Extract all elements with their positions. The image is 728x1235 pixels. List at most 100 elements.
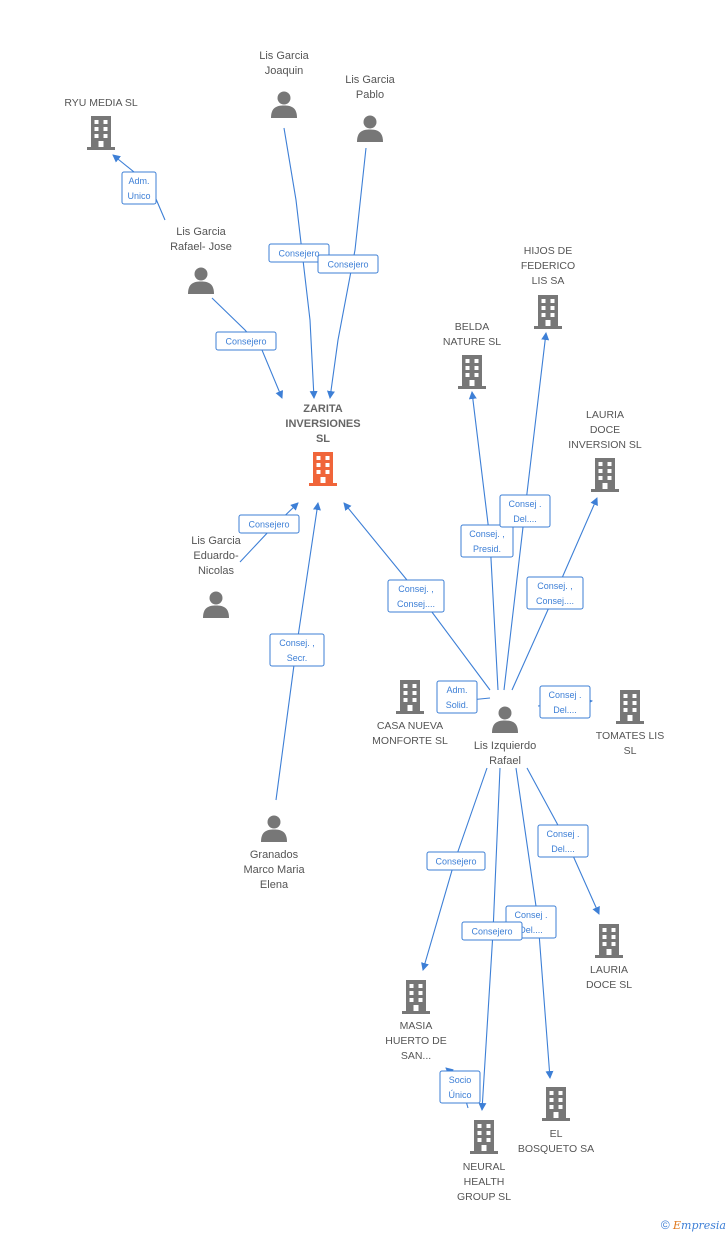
edge-pablo-to-zarita (326, 147, 367, 399)
edge-label-text: Consej . (514, 910, 547, 920)
node-masia[interactable]: MASIA HUERTO DE SAN... (385, 980, 447, 1062)
edge-label-box (461, 921, 523, 941)
person-icon (492, 706, 518, 733)
edge-label-box (317, 254, 379, 274)
edge-label-rafael-to-zarita[interactable]: Consej. ,Consej.... (387, 579, 445, 613)
building-icon (595, 924, 623, 958)
edge-label-box (537, 824, 589, 858)
edge-label-rafaelj-to-ryu[interactable]: Adm.Unico (121, 171, 157, 205)
building-icon (534, 295, 562, 329)
node-ryu[interactable]: RYU MEDIA SL (64, 97, 138, 150)
node-label-line: Lis Izquierdo (474, 740, 536, 752)
edge-label-text: Único (448, 1090, 471, 1100)
person-icon (261, 815, 287, 842)
node-label-line: MONFORTE SL (372, 735, 448, 747)
edge-label-rafaelj-to-zarita[interactable]: Consejero (215, 331, 277, 351)
edge-label-text: Del.... (551, 844, 575, 854)
node-label-line: Pablo (356, 89, 384, 101)
node-label-line: EL (550, 1128, 563, 1140)
edge-label-rafael-to-hijos[interactable]: Consej . Del.... (499, 494, 551, 528)
building-icon (458, 355, 486, 389)
node-label-line: Lis Garcia (176, 226, 226, 238)
person-icon (271, 91, 297, 118)
node-label-line: Rafael (489, 755, 521, 767)
edge-label-box (460, 524, 514, 558)
node-label-line: Granados (250, 849, 299, 861)
edge-label-rafael-to-lauriadi[interactable]: Consej. , Consej.... (526, 576, 584, 610)
brand-logo-rest: mpresia (681, 1219, 726, 1232)
edge-label-text: Consej.... (397, 599, 435, 609)
node-label-line: GROUP SL (457, 1191, 511, 1203)
edge-label-granados-to-zarita[interactable]: Consej. ,Secr. (269, 633, 325, 667)
edge-label-box (268, 243, 330, 263)
edge-label-rafael-to-masia[interactable]: Consejero (426, 851, 486, 871)
node-label-line: CASA NUEVA (377, 720, 443, 732)
building-icon (87, 116, 115, 150)
edge-label-text: Consej.... (536, 596, 574, 606)
edge-label-rafael-to-casa[interactable]: Adm.Solid. (436, 680, 478, 714)
person-icon (188, 267, 214, 294)
node-zarita[interactable]: ZARITA INVERSIONES SL (285, 403, 361, 486)
node-label-line: LIS SA (532, 275, 565, 287)
node-label-line: HUERTO DE (385, 1035, 446, 1047)
node-label-line: INVERSIONES (285, 418, 360, 430)
node-casa[interactable]: CASA NUEVA MONFORTE SL (372, 680, 448, 747)
edge-label-rafael-to-tomates[interactable]: Consej .Del.... (539, 685, 591, 719)
edge-label-rafael-to-lauria[interactable]: Consej . Del.... (537, 824, 589, 858)
edge-label-rafael-to-belda[interactable]: Consej. ,Presid. (460, 524, 514, 558)
edge-label-text: Consejero (225, 337, 266, 347)
edge-label-text: Consej. , (537, 581, 573, 591)
node-label-line: Marco Maria (243, 864, 305, 876)
edge-label-text: Adm. (128, 176, 149, 186)
node-label-line: SL (624, 745, 637, 757)
building-icon (542, 1087, 570, 1121)
edge-label-text: Del.... (513, 514, 537, 524)
edge-label-text: Solid. (446, 700, 469, 710)
building-icon (470, 1120, 498, 1154)
node-label-line: HIJOS DE (524, 245, 572, 257)
edge-label-text: Consej . (546, 829, 579, 839)
edge-label-box (439, 1070, 481, 1104)
edge-label-box (499, 494, 551, 528)
node-label-line: Rafael- Jose (170, 241, 232, 253)
node-label-line: ZARITA (303, 403, 343, 415)
node-label-line: MASIA (400, 1020, 433, 1032)
edge-label-box (269, 633, 325, 667)
edge-label-box (387, 579, 445, 613)
edge-label-rafael-to-neural[interactable]: Consejero (461, 921, 523, 941)
edge-joaquin-to-zarita (283, 127, 318, 399)
node-label-line: SAN... (401, 1050, 431, 1062)
copyright-footer: © Empresia (661, 1218, 726, 1232)
edge-label-text: Consej . (508, 499, 541, 509)
node-label-line: BELDA (455, 321, 489, 333)
edge-label-pablo-to-zarita[interactable]: Consejero (317, 254, 379, 274)
node-label-line: Lis Garcia (345, 74, 395, 86)
edge-label-text: Secr. (287, 653, 308, 663)
edge-label-joaquin-to-zarita[interactable]: Consejero (268, 243, 330, 263)
edge-label-text: Socio (449, 1075, 472, 1085)
building-icon (309, 452, 337, 486)
node-label-line: SL (316, 433, 330, 445)
node-label-line: Lis Garcia (191, 535, 241, 547)
node-label-line: Nicolas (198, 565, 235, 577)
node-label-line: Elena (260, 879, 289, 891)
copyright-symbol: © (660, 1218, 670, 1232)
edge-label-box (215, 331, 277, 351)
node-label-line: Eduardo- (193, 550, 239, 562)
edge-label-eduardo-to-zarita[interactable]: Consejero (238, 514, 300, 534)
edge-label-box (526, 576, 584, 610)
